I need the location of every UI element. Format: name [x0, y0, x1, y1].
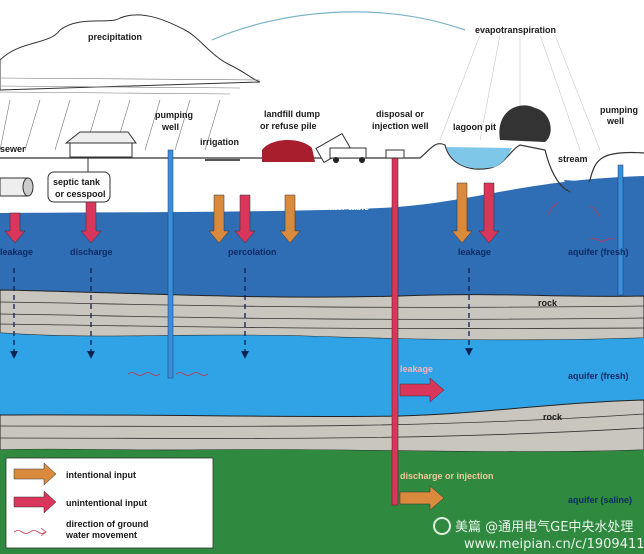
- discharge-arrow-septic: [80, 201, 102, 244]
- injection-wellhead: [385, 149, 405, 159]
- label-septic-1: septic tank: [53, 177, 101, 187]
- leakage-arrow-lagoon-unintentional: [478, 182, 500, 244]
- lagoon-water: [446, 147, 512, 169]
- discharge-injection-arrow: [399, 485, 445, 511]
- watermark-line1: 美篇 @通用电气GE中央水处理: [455, 519, 633, 535]
- leakage-arrow-lagoon-intentional: [451, 182, 473, 244]
- legend-groundwater-label-2: water movement: [65, 530, 137, 540]
- groundwater-flow-icons: [127, 202, 615, 376]
- legend-intentional-label: intentional input: [66, 470, 136, 480]
- leakage-arrow-sewer: [4, 212, 26, 244]
- legend: intentional input unintentional input di…: [5, 457, 214, 549]
- label-pumping-well-right-1: pumping: [600, 105, 638, 115]
- label-irrigation: irrigation: [200, 137, 239, 147]
- house-icon: [64, 131, 137, 158]
- label-septic-2: or cesspool: [55, 189, 106, 199]
- label-discharge-injection: discharge or injection: [400, 471, 494, 481]
- label-pumping-well-left-1: pumping: [155, 110, 193, 120]
- label-leakage-sewer: leakage: [0, 247, 33, 257]
- dump-truck-icon: [315, 132, 367, 164]
- legend-groundwater-movement-icon: [13, 527, 47, 537]
- septic-tank-box: [47, 171, 111, 203]
- percolation-arrow-unintentional: [234, 194, 256, 244]
- label-aquifer-saline: aquifer (saline): [568, 495, 632, 505]
- label-rock-upper: rock: [538, 298, 558, 308]
- meipian-logo-icon: [433, 517, 451, 535]
- disposal-injection-well: [391, 154, 399, 506]
- legend-unintentional-arrow-icon: [13, 490, 57, 514]
- watermark: 美篇 @通用电气GE中央水处理 www.meipian.cn/c/1909411: [433, 517, 644, 552]
- percolation-dashed-arrows: [10, 268, 473, 359]
- percolation-arrow-irrigation: [208, 194, 230, 244]
- rock-strata-lower: [0, 413, 644, 439]
- label-precipitation: precipitation: [88, 32, 142, 42]
- tree-icon: [499, 105, 551, 142]
- label-evapotranspiration: evapotranspiration: [475, 25, 556, 35]
- label-stream: stream: [558, 154, 588, 164]
- label-leakage-well: leakage: [400, 364, 433, 374]
- label-lagoon-pit: lagoon pit: [453, 122, 496, 132]
- cloud: [0, 14, 261, 91]
- ground-surface: [0, 143, 644, 193]
- legend-unintentional-label: unintentional input: [66, 498, 147, 508]
- label-disposal-well-2: injection well: [372, 121, 429, 131]
- watermark-line2: www.meipian.cn/c/1909411: [464, 537, 644, 552]
- pumping-well-right: [617, 164, 624, 296]
- fresh-aquifer: [0, 333, 644, 417]
- label-pumping-well-left-2: well: [161, 122, 179, 132]
- label-aquifer-fresh-upper: aquifer (fresh): [568, 247, 629, 257]
- label-pumping-well-right-2: well: [606, 116, 624, 126]
- label-discharge: discharge: [70, 247, 113, 257]
- sewer-pipe-icon: [0, 177, 34, 197]
- rock-strata-upper: [0, 301, 644, 329]
- percolation-arrow-landfill: [279, 194, 301, 244]
- legend-intentional-arrow-icon: [13, 462, 57, 486]
- refuse-pile-icon: [262, 139, 315, 162]
- label-aquifer-fresh-lower: aquifer (fresh): [568, 371, 629, 381]
- stream-water: [564, 180, 590, 196]
- label-disposal-well-1: disposal or: [376, 109, 425, 119]
- upper-aquifer: [0, 176, 644, 300]
- label-percolation: percolation: [228, 247, 277, 257]
- label-water-table: water table: [321, 202, 369, 212]
- label-rock-lower: rock: [543, 412, 563, 422]
- label-landfill-1: landfill dump: [264, 109, 320, 119]
- evapotranspiration-arrow: [211, 11, 466, 41]
- label-leakage-lagoon: leakage: [458, 247, 491, 257]
- pumping-well-left: [167, 149, 174, 379]
- leakage-arrow-well: [399, 377, 445, 403]
- input-arrows: [4, 182, 500, 511]
- label-landfill-2: or refuse pile: [260, 121, 317, 131]
- legend-groundwater-label-1: direction of ground: [66, 519, 149, 529]
- label-sewer: sewer: [0, 144, 26, 154]
